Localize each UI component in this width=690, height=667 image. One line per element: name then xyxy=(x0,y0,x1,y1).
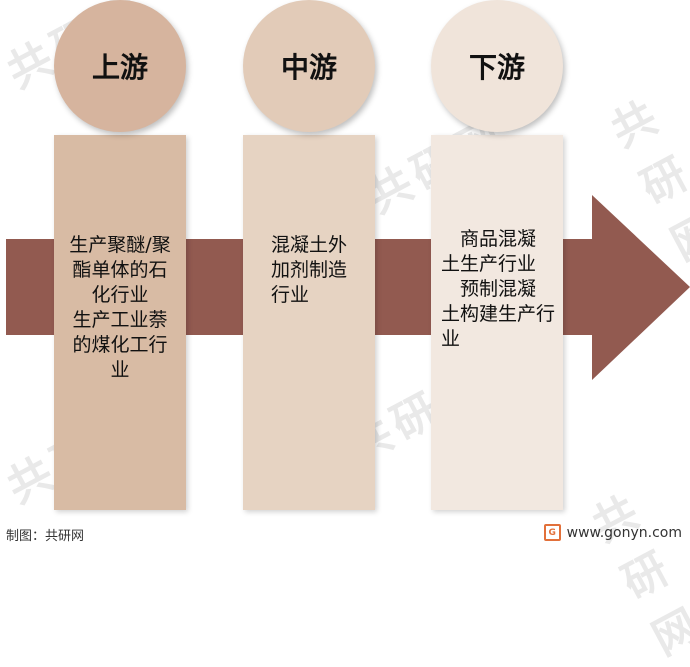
midstream-line: 混凝土外 xyxy=(271,234,348,256)
upstream-line: 化行业 xyxy=(91,284,149,306)
upstream-line: 生产工业萘 xyxy=(72,309,168,331)
watermark: 共研网 xyxy=(584,483,690,666)
upstream-title: 上游 xyxy=(54,0,186,132)
midstream-description: 混凝土外 加剂制造 行业 xyxy=(271,233,371,308)
downstream-line: 土构建生产行 xyxy=(441,303,556,325)
downstream-line: 业 xyxy=(441,328,461,350)
upstream-column: 生产聚醚/聚 酯单体的石 化行业 生产工业萘 的煤化工行 业 xyxy=(54,135,186,510)
upstream-line: 业 xyxy=(110,359,130,381)
website-url: www.gonyn.com xyxy=(566,524,682,541)
upstream-line: 酯单体的石 xyxy=(72,259,168,281)
upstream-line: 生产聚醚/聚 xyxy=(69,234,171,256)
downstream-line: 土生产行业 xyxy=(441,253,537,275)
midstream-title: 中游 xyxy=(243,0,375,132)
downstream-line: 预制混凝 xyxy=(441,278,537,300)
upstream-description: 生产聚醚/聚 酯单体的石 化行业 生产工业萘 的煤化工行 业 xyxy=(58,233,182,383)
source-credit: 制图：共研网 xyxy=(6,529,85,544)
upstream-line: 的煤化工行 xyxy=(72,334,168,356)
downstream-line: 商品混凝 xyxy=(441,228,537,250)
midstream-line: 加剂制造 xyxy=(271,259,348,281)
downstream-description: 商品混凝 土生产行业 预制混凝 土构建生产行 业 xyxy=(441,227,563,352)
downstream-column: 商品混凝 土生产行业 预制混凝 土构建生产行 业 xyxy=(431,135,563,510)
logo-icon: G xyxy=(543,524,561,541)
downstream-title: 下游 xyxy=(431,0,563,132)
midstream-line: 行业 xyxy=(271,284,310,306)
midstream-column: 混凝土外 加剂制造 行业 xyxy=(243,135,375,510)
website-credit: G www.gonyn.com xyxy=(543,524,682,541)
